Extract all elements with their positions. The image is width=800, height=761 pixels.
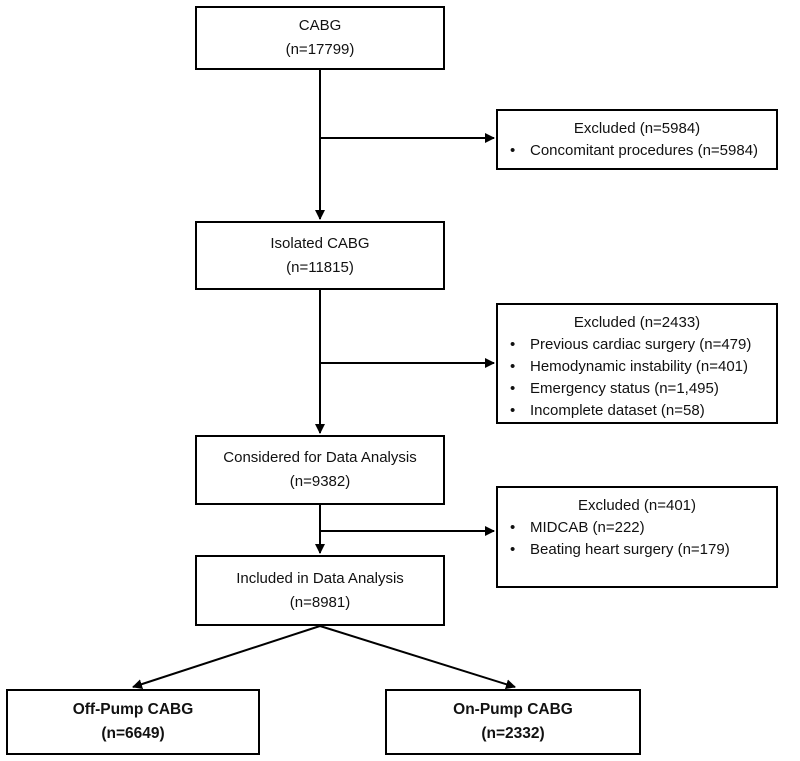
- excluded-item: Beating heart surgery (n=179): [510, 539, 776, 561]
- box-isolated-count: (n=11815): [286, 258, 354, 276]
- excluded-title: Excluded (n=5984): [573, 120, 701, 137]
- excluded-item: Emergency status (n=1,495): [510, 378, 776, 400]
- excluded-item: Concomitant procedures (n=5984): [510, 140, 776, 162]
- box-off-pump-count: (n=6649): [101, 725, 165, 742]
- box-included-count: (n=8981): [289, 593, 351, 611]
- excluded-box-2: Excluded (n=2433) Previous cardiac surge…: [496, 303, 778, 424]
- excluded-title: Excluded (n=2433): [573, 314, 701, 331]
- excluded-item: MIDCAB (n=222): [510, 517, 776, 539]
- box-considered: Considered for Data Analysis (n=9382): [195, 435, 445, 505]
- box-isolated-title: Isolated CABG: [270, 234, 370, 252]
- box-cabg-count: (n=17799): [285, 41, 355, 58]
- box-cabg: CABG (n=17799): [195, 6, 445, 70]
- box-isolated-cabg: Isolated CABG (n=11815): [195, 221, 445, 290]
- arrow-included-to-off-pump: [132, 625, 321, 689]
- box-on-pump: On-Pump CABG (n=2332): [385, 689, 641, 755]
- box-included-title: Included in Data Analysis: [236, 569, 404, 587]
- box-on-pump-count: (n=2332): [481, 725, 545, 742]
- excluded-title: Excluded (n=401): [578, 497, 696, 514]
- box-cabg-title: CABG: [298, 17, 342, 34]
- box-on-pump-title: On-Pump CABG: [453, 701, 573, 718]
- excluded-item: Incomplete dataset (n=58): [510, 400, 776, 422]
- excluded-item: Hemodynamic instability (n=401): [510, 356, 776, 378]
- box-off-pump: Off-Pump CABG (n=6649): [6, 689, 260, 755]
- excluded-box-3: Excluded (n=401) MIDCAB (n=222) Beating …: [496, 486, 778, 588]
- arrow-included-to-on-pump: [319, 625, 516, 690]
- excluded-box-1: Excluded (n=5984) Concomitant procedures…: [496, 109, 778, 170]
- box-included: Included in Data Analysis (n=8981): [195, 555, 445, 626]
- excluded-item: Previous cardiac surgery (n=479): [510, 334, 776, 356]
- box-considered-title: Considered for Data Analysis: [223, 449, 417, 466]
- box-off-pump-title: Off-Pump CABG: [72, 701, 194, 718]
- box-considered-count: (n=9382): [289, 473, 351, 490]
